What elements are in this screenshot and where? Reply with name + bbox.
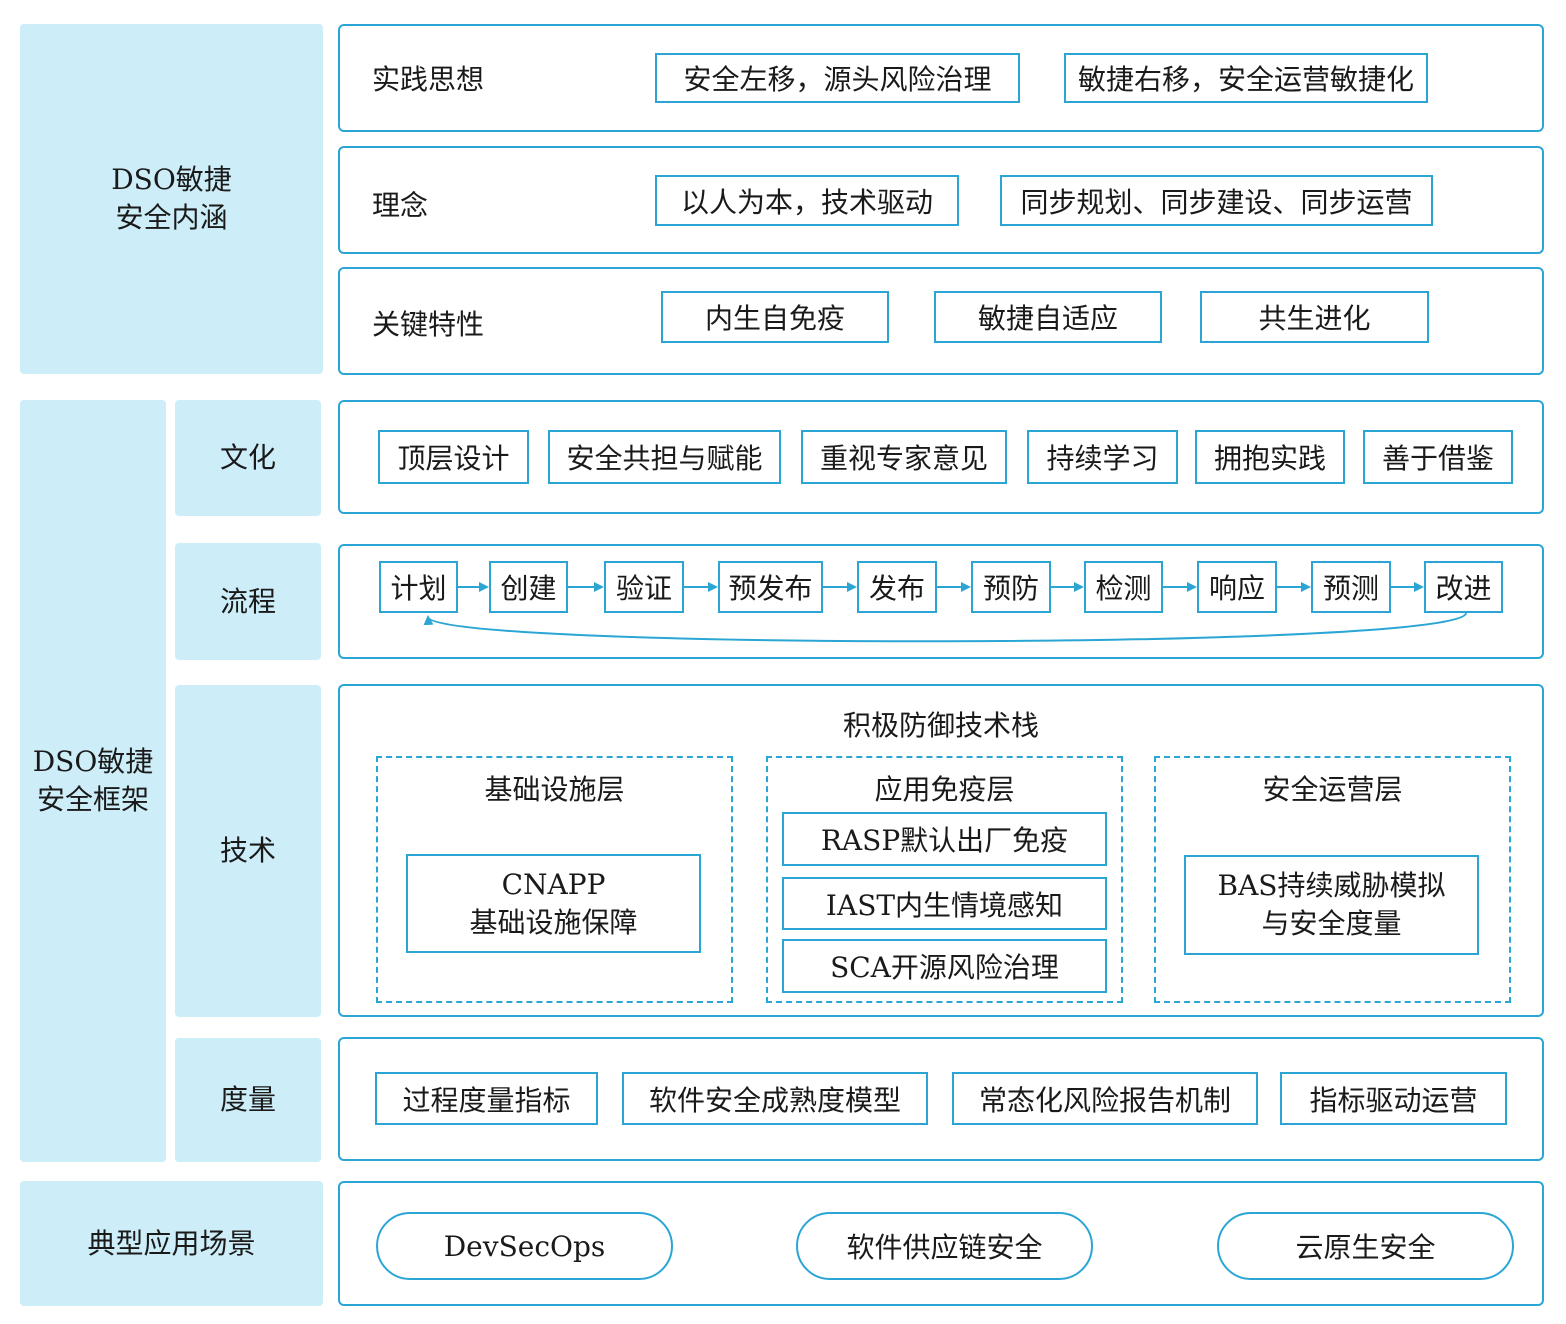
metrics-label: 度量 [175,1038,321,1162]
practice-item-2: 敏捷右移，安全运营敏捷化 [1064,53,1428,103]
technology-label: 技术 [175,685,321,1017]
framework-title: DSO敏捷 安全框架 [20,400,166,1162]
process-label: 流程 [175,543,321,660]
feature-item-1: 内生自免疫 [661,291,889,343]
process-step-4: 预发布 [718,561,823,613]
features-label: 关键特性 [372,308,485,341]
process-step-3: 验证 [604,561,684,613]
connotation-title: DSO敏捷 安全内涵 [20,24,323,374]
concept-item-1: 以人为本，技术驱动 [655,175,959,226]
process-step-1: 计划 [379,561,458,613]
app-immunity-item-3: SCA开源风险治理 [782,939,1107,993]
metrics-item-1: 过程度量指标 [375,1072,598,1125]
layer-security-ops-title: 安全运营层 [1262,773,1403,806]
layer-infrastructure [376,756,733,1003]
layer-security-ops [1154,756,1511,1003]
scenario-supply-chain: 软件供应链安全 [796,1212,1093,1280]
feature-item-3: 共生进化 [1200,291,1429,343]
feature-item-2: 敏捷自适应 [934,291,1162,343]
process-step-9: 预测 [1311,561,1391,613]
culture-item-6: 善于借鉴 [1363,430,1513,484]
scenarios-label: 典型应用场景 [20,1181,323,1306]
practice-item-1: 安全左移，源头风险治理 [655,53,1020,103]
process-step-2: 创建 [489,561,568,613]
metrics-item-4: 指标驱动运营 [1280,1072,1507,1125]
process-step-7: 检测 [1084,561,1163,613]
process-step-5: 发布 [857,561,937,613]
security-ops-item-1: BAS持续威胁模拟 与安全度量 [1184,855,1479,955]
app-immunity-item-2: IAST内生情境感知 [782,877,1107,930]
technology-stack-title: 积极防御技术栈 [842,709,1039,742]
app-immunity-item-1: RASP默认出厂免疫 [782,812,1107,866]
process-step-8: 响应 [1197,561,1277,613]
layer-app-immunity-title: 应用免疫层 [874,773,1015,806]
concept-label: 理念 [372,189,429,222]
culture-item-3: 重视专家意见 [801,430,1007,484]
culture-item-1: 顶层设计 [378,430,529,484]
infrastructure-item-1: CNAPP 基础设施保障 [406,854,701,953]
process-step-10: 改进 [1424,561,1503,613]
culture-item-2: 安全共担与赋能 [548,430,781,484]
metrics-item-2: 软件安全成熟度模型 [622,1072,928,1125]
culture-item-4: 持续学习 [1027,430,1178,484]
scenario-cloud-native: 云原生安全 [1217,1212,1514,1280]
layer-infrastructure-title: 基础设施层 [484,773,625,806]
culture-item-5: 拥抱实践 [1195,430,1345,484]
process-step-6: 预防 [971,561,1051,613]
culture-label: 文化 [175,400,321,516]
layer-app-immunity [766,756,1123,1003]
scenario-devsecops: DevSecOps [376,1212,673,1280]
concept-item-2: 同步规划、同步建设、同步运营 [1000,175,1433,226]
practice-label: 实践思想 [372,63,485,96]
metrics-item-3: 常态化风险报告机制 [952,1072,1258,1125]
